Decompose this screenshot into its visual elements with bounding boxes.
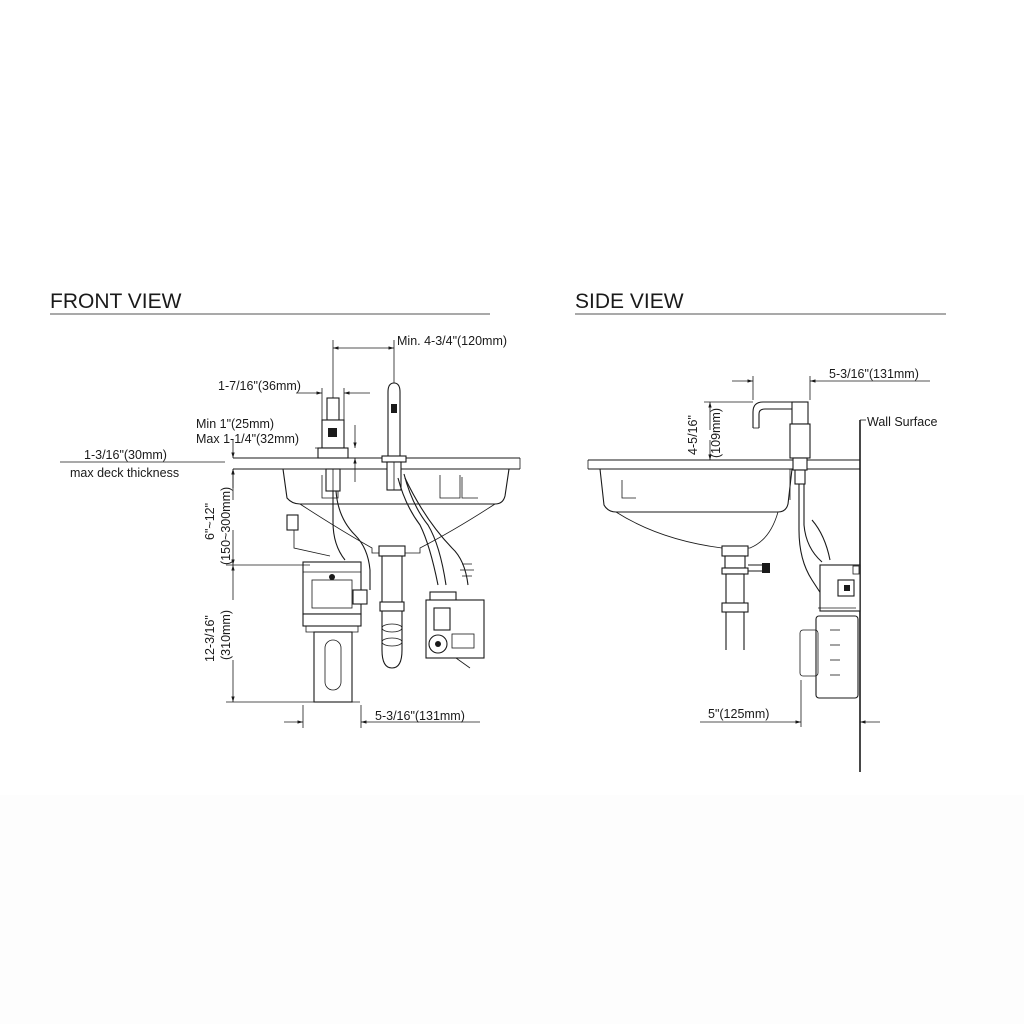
dim-wall-offset: 5"(125mm) — [700, 680, 880, 727]
dim-thickness-max: Max 1-1/4"(32mm) — [196, 432, 299, 446]
side-wall: Wall Surface — [859, 415, 937, 772]
dim-lower-height: 12-3/16" (310mm) — [203, 565, 300, 703]
front-countertop — [233, 457, 521, 470]
dim-upper-height-mm: (150~300mm) — [219, 487, 233, 565]
dim-min-spacing-label: Min. 4-3/4"(120mm) — [397, 334, 507, 348]
side-sensor-box — [799, 607, 859, 699]
front-spout — [381, 382, 407, 491]
front-view-title: FRONT VIEW — [50, 290, 182, 313]
front-view: FRONT VIEW — [50, 290, 521, 728]
dim-min-spacing: Min. 4-3/4"(120mm) — [332, 334, 507, 398]
dim-upper-height-in: 6"~12" — [203, 503, 217, 540]
side-drain-pipe — [721, 545, 770, 650]
front-mounting-bracket — [300, 631, 360, 703]
dim-box-width-label: 5-3/16"(131mm) — [375, 709, 465, 723]
dim-box-width: 5-3/16"(131mm) — [284, 705, 480, 728]
dim-deck-thickness-label: max deck thickness — [70, 466, 179, 480]
side-control-module — [819, 564, 861, 612]
front-valve-box — [425, 591, 485, 669]
dim-sensor-width: 1-7/16"(36mm) — [218, 379, 370, 420]
dim-lower-height-in: 12-3/16" — [203, 615, 217, 662]
front-supply-hoses — [397, 473, 474, 586]
side-view-title: SIDE VIEW — [575, 290, 684, 313]
bottom-margin — [0, 795, 1024, 1024]
front-sensor-head — [317, 397, 349, 492]
front-sensor-cables — [286, 490, 371, 590]
dim-wall-offset-label: 5"(125mm) — [708, 707, 769, 721]
side-basin — [599, 468, 793, 549]
dim-thickness: Min 1"(25mm) Max 1-1/4"(32mm) — [196, 417, 357, 482]
dim-deck-thickness-value: 1-3/16"(30mm) — [84, 448, 167, 462]
dim-thickness-min: Min 1"(25mm) — [196, 417, 274, 431]
dim-lower-height-mm: (310mm) — [219, 610, 233, 660]
side-supply-lines — [798, 484, 831, 601]
wall-surface-label: Wall Surface — [867, 415, 937, 429]
dim-spout-height-mm: (109mm) — [709, 408, 723, 458]
dim-deck-thickness: 1-3/16"(30mm) max deck thickness — [60, 440, 235, 488]
dim-upper-height: 6"~12" (150~300mm) — [203, 469, 310, 566]
front-drain-trap — [378, 545, 406, 669]
dim-sensor-width-label: 1-7/16"(36mm) — [218, 379, 301, 393]
side-spout — [752, 401, 811, 485]
front-control-box — [302, 561, 368, 633]
dim-spout-height-in: 4-5/16" — [686, 415, 700, 455]
dim-spout-reach-label: 5-3/16"(131mm) — [829, 367, 919, 381]
dim-spout-reach: 5-3/16"(131mm) — [732, 367, 930, 400]
dim-spout-height: 4-5/16" (109mm) — [686, 401, 753, 460]
side-view: SIDE VIEW Wall Surface — [575, 290, 946, 772]
side-countertop — [587, 459, 860, 470]
